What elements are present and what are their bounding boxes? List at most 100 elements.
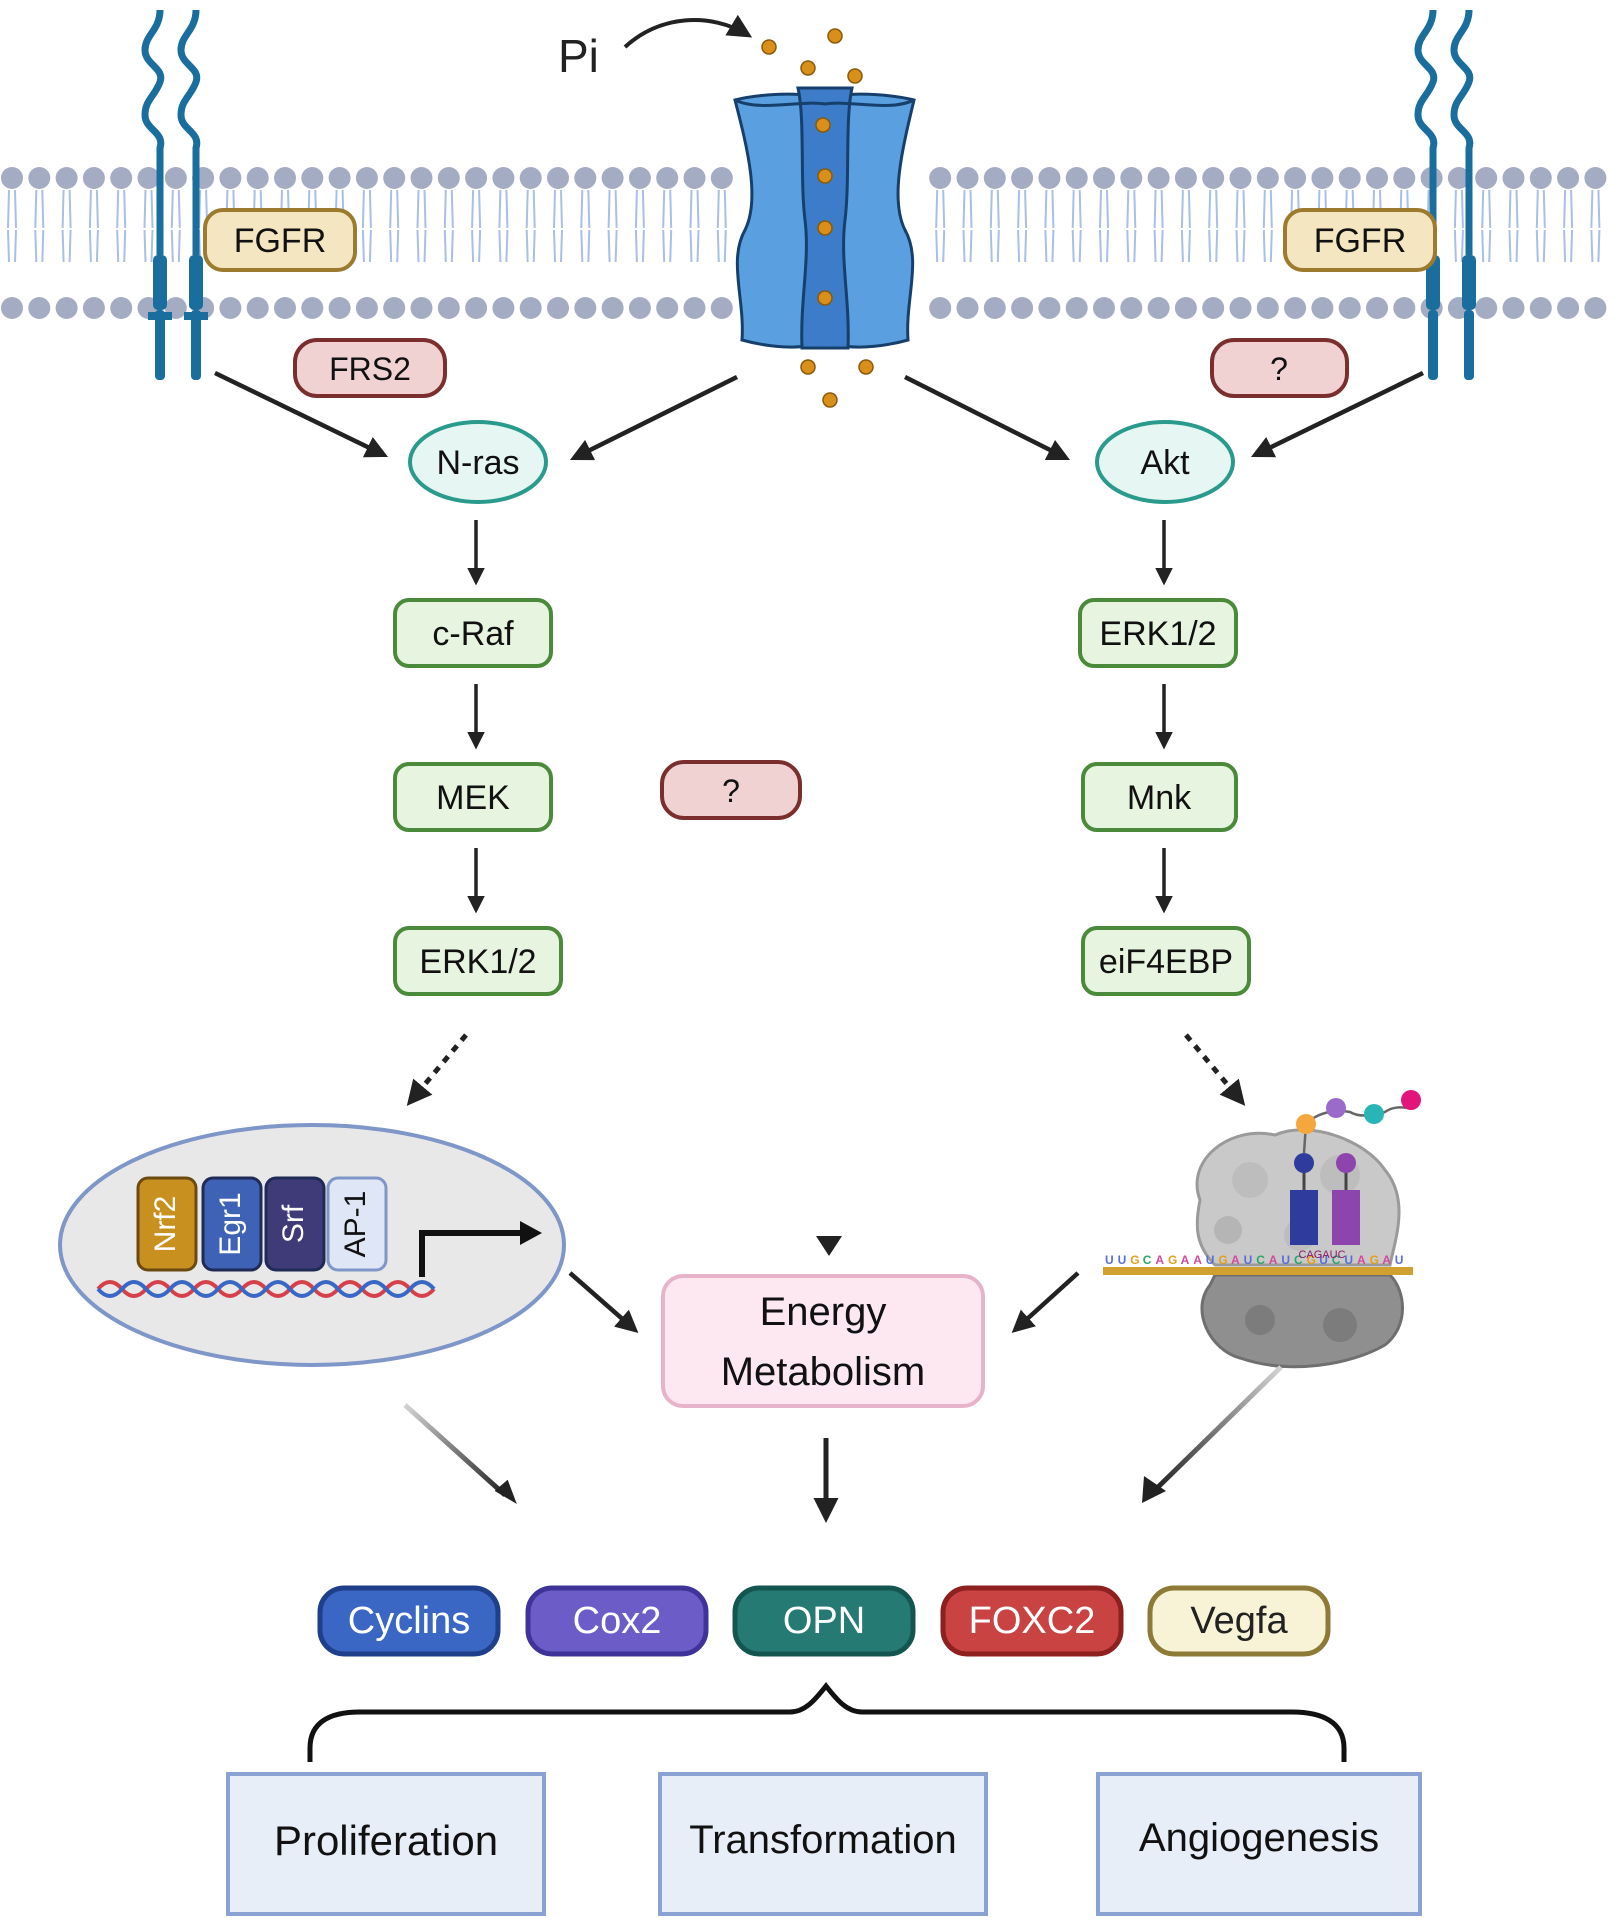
svg-text:A: A — [1155, 1253, 1164, 1267]
fgfr-receptor-right — [1414, 9, 1476, 380]
lipid-heads — [1, 167, 1607, 319]
svg-text:A: A — [1269, 1253, 1278, 1267]
eif4ebp-node: eiF4EBP — [1081, 926, 1251, 996]
arrow-ribosome-to-targets-head — [1142, 1476, 1166, 1503]
svg-text:U: U — [1118, 1253, 1127, 1267]
svg-text:eiF4EBP: eiF4EBP — [1099, 943, 1233, 981]
svg-text:G: G — [1218, 1253, 1227, 1267]
tf-nrf2: Nrf2 — [136, 1176, 198, 1272]
svg-text:C: C — [1294, 1253, 1303, 1267]
mnk-node: Mnk — [1081, 762, 1238, 832]
arrow-fgfr-to-nras — [214, 370, 389, 458]
target-vegfa: Vegfa — [1147, 1585, 1331, 1657]
svg-text:A: A — [1382, 1253, 1391, 1267]
unknown-center-box: ? — [660, 760, 802, 820]
energy-metabolism-box: Energy Metabolism — [661, 1274, 985, 1408]
erk-right-node: ERK1/2 — [1078, 598, 1238, 668]
target-label: Cox2 — [573, 1600, 662, 1642]
nascent-peptide — [1296, 1090, 1421, 1154]
outcome-proliferation: Proliferation — [226, 1772, 546, 1916]
transcription-start-arrow — [419, 1230, 526, 1277]
svg-text:G: G — [1168, 1253, 1177, 1267]
svg-text:C: C — [1332, 1253, 1341, 1267]
arrow-nucleus-to-energy — [568, 1271, 639, 1333]
svg-text:Angiogenesis: Angiogenesis — [1139, 1816, 1379, 1860]
nras-node: N-ras — [408, 420, 548, 504]
akt-node: Akt — [1095, 420, 1235, 504]
arrow-nucleus-to-targets-shaft — [403, 1403, 507, 1497]
svg-text:G: G — [1307, 1253, 1316, 1267]
outcome-brace — [307, 1681, 1347, 1762]
dashed-arrow-erk-to-nucleus — [406, 1033, 468, 1106]
craf-node: c-Raf — [393, 598, 553, 668]
svg-text:Transformation: Transformation — [689, 1818, 957, 1862]
pi-label: Pi — [558, 30, 599, 82]
fgfr-receptor-left — [141, 9, 208, 380]
svg-text:A: A — [1231, 1253, 1240, 1267]
nucleus: Nrf2 Egr1 Srf AP-1 — [58, 1123, 566, 1367]
svg-text:Akt: Akt — [1140, 444, 1190, 482]
tf-label: Srf — [277, 1204, 310, 1243]
svg-text:U: U — [1395, 1253, 1404, 1267]
tf-label: Nrf2 — [149, 1196, 182, 1253]
frs2-box: FRS2 — [293, 338, 447, 398]
target-foxc2: FOXC2 — [940, 1585, 1124, 1657]
arrow-pi-to-akt — [903, 374, 1071, 461]
fgfr-label-left: FGFR — [203, 208, 357, 272]
svg-text:Energy: Energy — [760, 1290, 887, 1334]
arrow-ribosome-to-energy — [1011, 1271, 1080, 1334]
target-label: OPN — [783, 1600, 865, 1642]
svg-text:?: ? — [722, 773, 740, 809]
svg-text:Metabolism: Metabolism — [721, 1350, 926, 1394]
trna-right — [1332, 1190, 1360, 1245]
phosphate-ions — [761, 28, 874, 408]
svg-text:G: G — [1370, 1253, 1379, 1267]
svg-text:A: A — [1181, 1253, 1190, 1267]
target-label: Cyclins — [348, 1600, 470, 1642]
arrow-fgfr-to-akt — [1250, 370, 1424, 458]
svg-text:?: ? — [1270, 351, 1288, 387]
svg-text:ERK1/2: ERK1/2 — [419, 943, 536, 981]
transcription-factors: Nrf2 Egr1 Srf AP-1 — [136, 1176, 388, 1272]
svg-text:U: U — [1105, 1253, 1114, 1267]
mrna-strand — [1103, 1267, 1413, 1275]
svg-text:ERK1/2: ERK1/2 — [1099, 615, 1216, 653]
target-label: FOXC2 — [969, 1600, 1096, 1642]
pi-influx-arrow — [623, 14, 753, 49]
arrow-ribosome-to-targets-shaft — [1153, 1365, 1283, 1492]
trna-left — [1290, 1190, 1318, 1245]
svg-text:FRS2: FRS2 — [329, 351, 411, 387]
arrow-pi-to-nras — [569, 374, 739, 461]
tf-srf: Srf — [264, 1176, 326, 1272]
arrow-pi-to-energy-head — [816, 1236, 842, 1256]
mek-node: MEK — [393, 762, 553, 832]
svg-text:U: U — [1244, 1253, 1253, 1267]
dna-helix — [96, 1280, 436, 1298]
target-cyclins: Cyclins — [317, 1585, 501, 1657]
target-opn: OPN — [732, 1585, 916, 1657]
svg-text:Proliferation: Proliferation — [274, 1817, 498, 1864]
unknown-adaptor-box: ? — [1210, 338, 1349, 398]
svg-text:G: G — [1130, 1253, 1139, 1267]
svg-text:Mnk: Mnk — [1127, 779, 1192, 817]
tf-label: Egr1 — [214, 1192, 247, 1255]
svg-text:C: C — [1256, 1253, 1265, 1267]
svg-text:A: A — [1193, 1253, 1202, 1267]
codon-label: CAGAUC — [1298, 1249, 1345, 1261]
svg-text:c-Raf: c-Raf — [432, 615, 514, 653]
svg-text:A: A — [1357, 1253, 1366, 1267]
target-cox2: Cox2 — [525, 1585, 709, 1657]
outcome-transformation: Transformation — [658, 1772, 988, 1916]
fgfr-label-right: FGFR — [1283, 208, 1437, 272]
tf-label: AP-1 — [339, 1191, 372, 1258]
target-genes: Cyclins Cox2 OPN FOXC2 Vegfa — [317, 1585, 1331, 1657]
svg-text:N-ras: N-ras — [436, 444, 519, 482]
svg-text:FGFR: FGFR — [234, 222, 327, 260]
svg-text:U: U — [1344, 1253, 1353, 1267]
svg-text:U: U — [1319, 1253, 1328, 1267]
svg-text:FGFR: FGFR — [1314, 222, 1407, 260]
erk-left-node: ERK1/2 — [393, 926, 563, 996]
svg-text:C: C — [1143, 1253, 1152, 1267]
